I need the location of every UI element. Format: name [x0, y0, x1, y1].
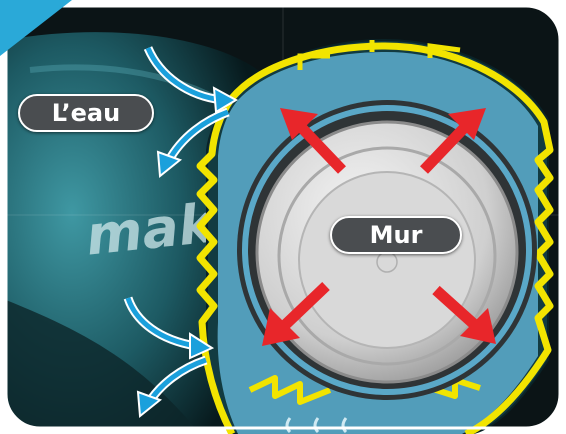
wall-label: Mur	[330, 216, 462, 254]
water-label: L’eau	[18, 94, 154, 132]
